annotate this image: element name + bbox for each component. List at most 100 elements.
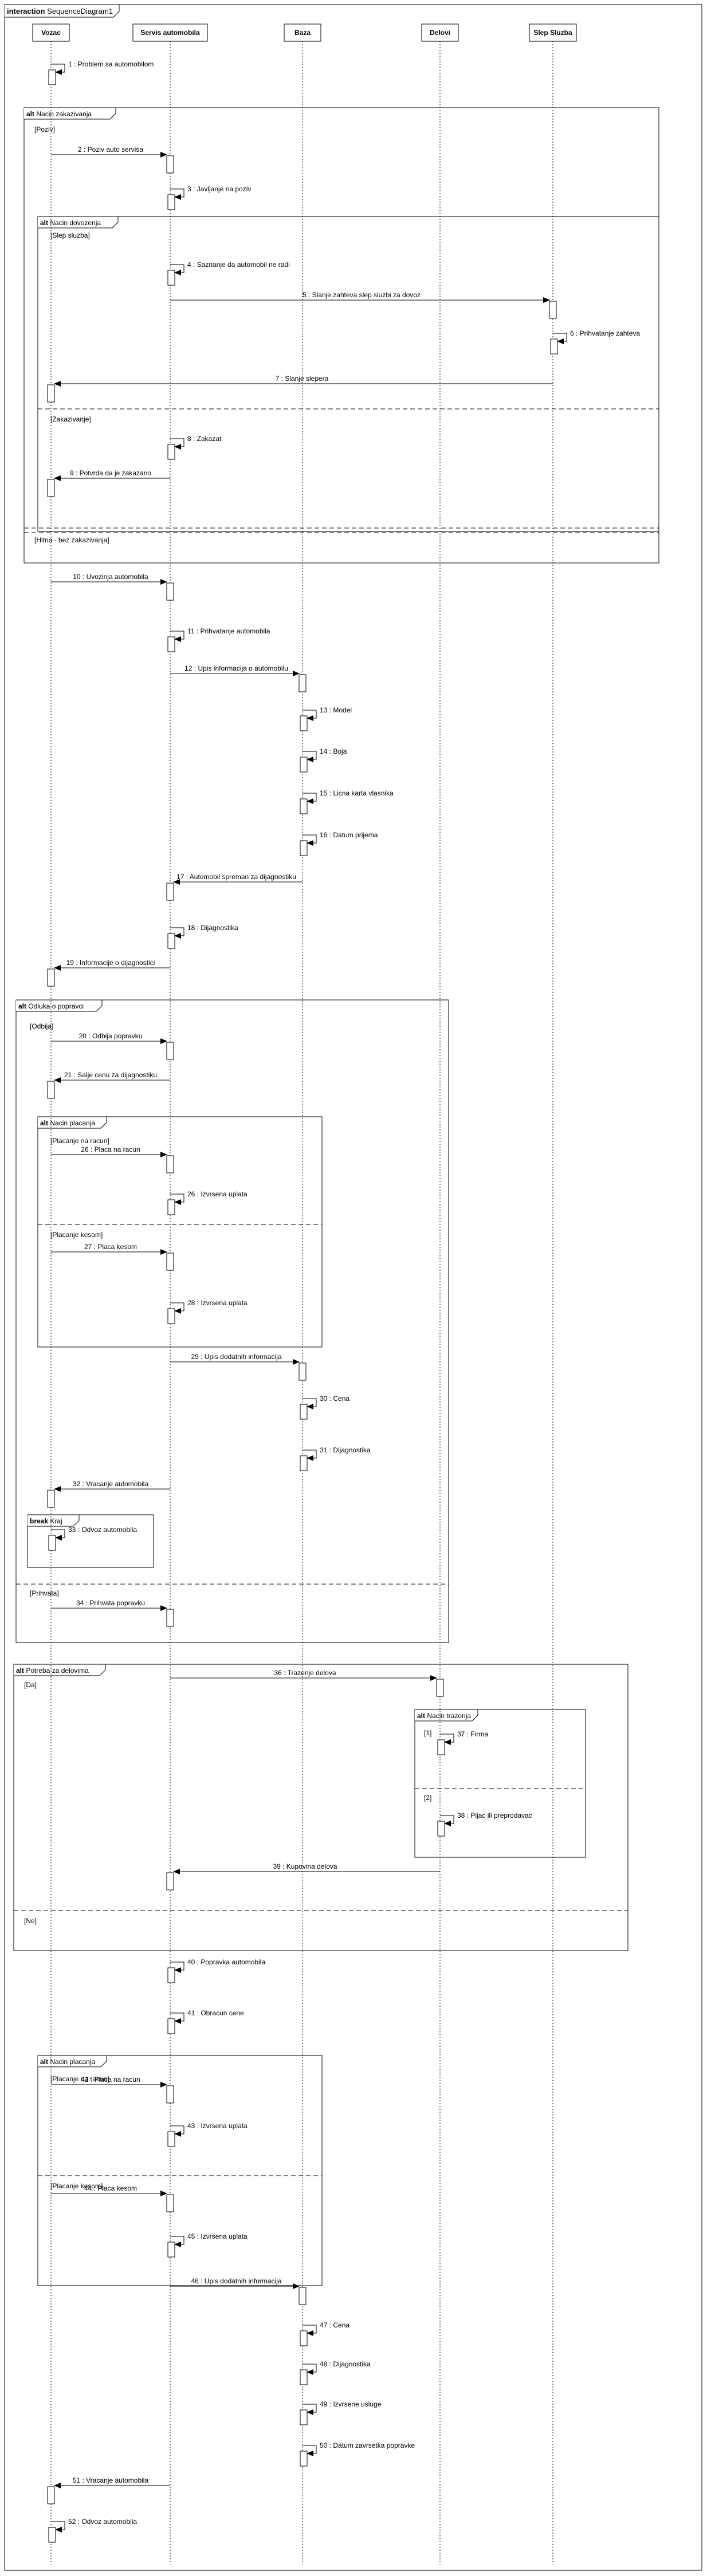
activation-bar — [166, 1042, 174, 1060]
activation-bar — [48, 1535, 56, 1551]
activation-bar — [300, 2369, 308, 2385]
fragment-label: alt Nacin zakazivanja — [26, 110, 92, 118]
lifeline-servis: Servis automobila — [132, 23, 208, 2565]
activation-bar — [47, 2486, 55, 2504]
fragment-label: alt Nacin placanja — [40, 2058, 95, 2066]
message-label: 45 : Izvrsena uplata — [187, 2232, 248, 2240]
message-label: 34 : Prihvata popravku — [76, 1599, 145, 1607]
lifeline-label: Vozac — [41, 29, 61, 37]
message-49: 49 : Izvrsene usluge — [303, 2400, 382, 2415]
guard-condition: [Placanje kesom] — [50, 2182, 103, 2190]
activation-bar — [167, 933, 175, 949]
message-15: 15 : Licna karta vlasnika — [303, 789, 394, 804]
activation-bars — [47, 69, 558, 2543]
self-message-arrow — [303, 751, 317, 762]
fragment-label: break Kraj — [30, 1517, 62, 1525]
message-label: 3 : Javljanje na poziv — [187, 185, 251, 193]
message-label: 28 : Izvrsena uplata — [187, 1299, 248, 1307]
self-message-arrow — [170, 264, 184, 275]
message-19: 19 : Informacije o dijagnostici — [54, 959, 170, 971]
message-31: 31 : Dijagnostika — [303, 1446, 371, 1461]
activation-bar — [48, 2527, 56, 2543]
guard-condition: [Prihvata] — [30, 1589, 59, 1597]
fragment-label: alt Odluka o popravci — [18, 1002, 84, 1010]
activation-bar — [47, 1081, 55, 1099]
message-52: 52 : Odvoz automobila — [51, 2518, 137, 2532]
message-label: 33 : Odvoz automobila — [68, 1526, 137, 1534]
message-label: 31 : Dijagnostika — [320, 1446, 371, 1454]
message-label: 6 : Prihvatanje zahteva — [570, 329, 640, 337]
self-message-arrow — [170, 1302, 184, 1314]
guard-condition: [Zakazivanje] — [50, 415, 91, 423]
activation-bar — [167, 1308, 175, 1324]
message-label: 30 : Cena — [320, 1395, 349, 1403]
message-label: 17 : Automobil spreman za dijagnostiku — [176, 873, 296, 881]
activation-bar — [47, 384, 55, 403]
message-label: 16 : Datum prijema — [320, 831, 378, 839]
fragment-tab — [24, 107, 116, 120]
lifeline-head — [32, 23, 70, 42]
message-label: 39 : Kupovina delova — [273, 1862, 337, 1870]
fragment-tab — [38, 216, 119, 229]
activation-bar — [166, 883, 174, 901]
lifeline-vozac: Vozac — [32, 23, 70, 2565]
lifeline-head — [132, 23, 208, 42]
message-1: 1 : Problem sa automobilom — [51, 60, 154, 75]
message-27: 27 : Placa kesom — [51, 1243, 167, 1255]
guard-condition: [Placanje kesom] — [50, 1231, 103, 1239]
message-label: 52 : Odvoz automobila — [68, 2518, 137, 2526]
activation-bar — [48, 69, 56, 85]
lifeline-label: Delovi — [430, 29, 450, 37]
guard-condition: [1] — [424, 1729, 431, 1737]
guard-condition: [Hitno - bez zakazivanja] — [34, 536, 109, 544]
self-message-arrow — [303, 834, 317, 846]
message-label: 4 : Saznanje da automobil ne radi — [187, 261, 290, 269]
message-44: 44 : Placa kesom — [51, 2184, 167, 2196]
activation-bar — [166, 155, 174, 174]
guard-condition: [Ne] — [24, 1917, 37, 1925]
lifeline-head — [529, 23, 577, 42]
interaction-frame: interaction SequenceDiagram1 — [4, 4, 702, 2571]
activation-bar — [300, 840, 308, 856]
fragment-break: break Kraj — [27, 1514, 154, 1568]
fragment-label: alt Potreba za delovima — [16, 1667, 89, 1675]
fragment-alt: alt Nacin trazenja — [414, 1709, 586, 1858]
message-label: 15 : Licna karta vlasnika — [320, 789, 394, 797]
message-29: 29 : Upis dodatnih informacija — [170, 1353, 300, 1365]
lifeline-label: Servis automobila — [140, 29, 200, 37]
self-message-arrow — [170, 188, 184, 200]
message-label: 49 : Izvrsene usluge — [320, 2400, 382, 2408]
message-label: 47 : Cena — [320, 2321, 349, 2329]
activation-bar — [166, 2085, 174, 2104]
message-18: 18 : Dijagnostika — [170, 924, 238, 939]
activation-bar — [166, 1609, 174, 1627]
message-16: 16 : Datum prijema — [303, 831, 378, 846]
guard-condition: [Poziv] — [34, 125, 55, 133]
message-40: 40 : Popravka automobila — [170, 1958, 265, 1973]
fragment-alt: alt Nacin zakazivanja — [23, 107, 659, 564]
guard-condition: [Da] — [24, 1681, 37, 1689]
activation-bar — [166, 1252, 174, 1271]
fragment-tab — [16, 999, 103, 1012]
activation-bar — [167, 1967, 175, 1983]
fragment-label: alt Nacin placanja — [40, 1119, 95, 1127]
self-message-arrow — [303, 2404, 317, 2415]
message-label: 32 : Vracanje automobila — [73, 1480, 149, 1488]
activation-bar — [167, 2018, 175, 2034]
message-label: 26 : Izvrsena uplata — [187, 1190, 248, 1198]
message-label: 8 : Zakazat — [187, 435, 222, 443]
activation-bar — [167, 1199, 175, 1215]
activation-bar — [47, 968, 55, 987]
message-17: 17 : Automobil spreman za dijagnostiku — [173, 873, 303, 885]
activation-bar — [167, 270, 175, 286]
fragment-tab — [28, 1514, 80, 1527]
frame-name: SequenceDiagram1 — [47, 7, 113, 15]
self-message-arrow — [51, 2521, 65, 2532]
message-label: 9 : Potvrda da je zakazano — [70, 469, 151, 477]
fragment-alt: alt Odluka o popravci — [15, 999, 449, 1643]
message-label: 46 : Upis dodatnih informacija — [191, 2277, 281, 2285]
self-message-arrow — [170, 1961, 184, 1973]
fragment-tab — [38, 1116, 107, 1129]
